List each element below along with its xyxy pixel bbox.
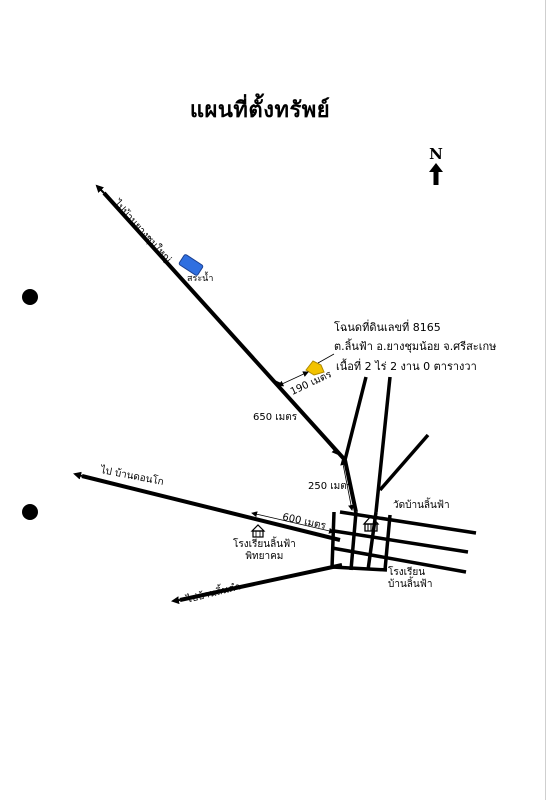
road-to-lin-kham [171, 563, 343, 605]
north-arrow-icon [429, 163, 443, 185]
road-to-don-ko [73, 471, 341, 542]
temple-icon [362, 515, 380, 532]
page-edge-line [545, 0, 546, 800]
school-lin-fa-label: โรงเรียน บ้านลิ้นฟ้า [388, 567, 433, 590]
deed-info: โฉนดที่ดินเลขที่ 8165 ต.ลิ้นฟ้า อ.ยางชุม… [308, 318, 496, 376]
village-north-roads [343, 376, 430, 513]
map-title: แผนที่ตั้งทรัพย์ [189, 98, 331, 123]
binder-hole-bottom [22, 504, 38, 520]
property-marker-icon [305, 360, 325, 376]
deed-location: ต.ลิ้นฟ้า อ.ยางชุมน้อย จ.ศรีสะเกษ [334, 340, 497, 354]
pond-label: สระน้ำ [187, 274, 214, 284]
distance-250: 250 เมตร [308, 481, 353, 492]
deed-area: เนื้อที่ 2 ไร่ 2 งาน 0 ตารางวา [336, 359, 477, 373]
school-icon [250, 524, 266, 538]
distance-650: 650 เมตร [253, 412, 298, 423]
temple-label: วัดบ้านลิ้นฟ้า [393, 500, 450, 511]
binder-hole-top [22, 289, 38, 305]
north-label: N [429, 145, 443, 163]
village-grid [330, 510, 477, 574]
deed-number: โฉนดที่ดินเลขที่ 8165 [334, 321, 441, 334]
school-phitthayakhom-label: โรงเรียนลิ้นฟ้า พิทยาคม [233, 539, 296, 562]
pond-icon [178, 254, 204, 276]
deed-leader [317, 353, 335, 364]
dimension-lines [251, 371, 354, 534]
